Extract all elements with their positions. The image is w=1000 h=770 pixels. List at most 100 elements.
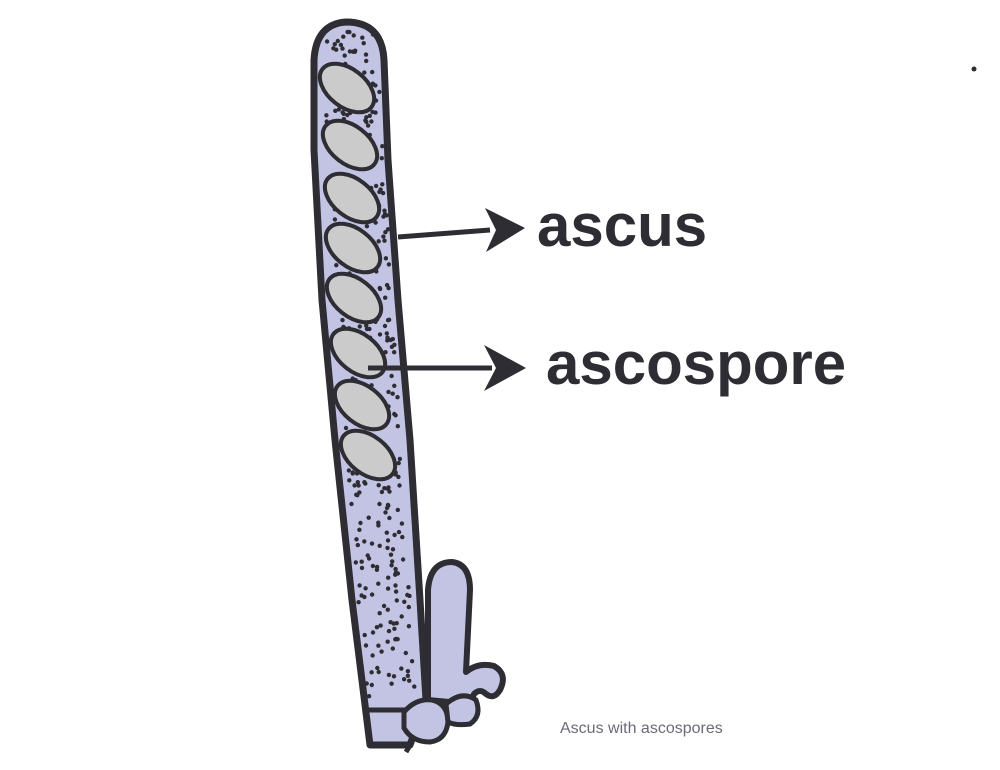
cytoplasm-dot [356, 483, 361, 488]
cytoplasm-dot [351, 33, 356, 38]
cytoplasm-dot [392, 350, 397, 355]
cytoplasm-dot [369, 592, 375, 597]
cytoplasm-dot [403, 650, 408, 656]
cytoplasm-dot [338, 42, 344, 48]
cytoplasm-dot [350, 471, 355, 476]
cytoplasm-dot [392, 626, 397, 631]
cytoplasm-dot [347, 49, 353, 54]
cytoplasm-dot [385, 338, 390, 343]
cytoplasm-dot [370, 69, 375, 75]
cytoplasm-dot [345, 112, 350, 118]
ascospore [328, 326, 388, 380]
cytoplasm-dot [334, 263, 339, 268]
cytoplasm-dot [369, 119, 374, 124]
cytoplasm-dot [362, 539, 367, 544]
cytoplasm-dot [342, 53, 347, 58]
cytoplasm-dot [378, 187, 383, 192]
cytoplasm-dot [384, 505, 390, 511]
cytoplasm-dot [369, 682, 374, 688]
cytoplasm-dot [389, 344, 395, 349]
cytoplasm-dot [379, 156, 384, 161]
cytoplasm-dot [340, 110, 345, 115]
cytoplasm-dot [377, 89, 382, 95]
cytoplasm-dot [365, 123, 371, 128]
cytoplasm-dot [401, 677, 407, 682]
ascospore [317, 61, 377, 115]
cytoplasm-dot [397, 483, 402, 488]
ascospore [323, 221, 383, 275]
cytoplasm-dot [402, 599, 407, 604]
cytoplasm-dot [399, 666, 404, 671]
cytoplasm-dot [353, 48, 358, 53]
ascospore [338, 428, 398, 482]
cytoplasm-dot [376, 483, 381, 488]
cytoplasm-dot [376, 239, 381, 244]
cytoplasm-dot [363, 586, 368, 591]
cytoplasm-dot [388, 337, 393, 343]
cytoplasm-dot [362, 70, 367, 75]
cytoplasm-dot [394, 598, 399, 603]
cytoplasm-dot [405, 592, 410, 598]
cytoplasm-dot [396, 460, 401, 466]
cytoplasm-dot [390, 547, 396, 552]
cytoplasm-dot [324, 113, 329, 118]
cytoplasm-dot [359, 666, 364, 671]
cytoplasm-dot [377, 543, 382, 548]
cytoplasm-dot [334, 47, 339, 52]
cytoplasm-dot [382, 208, 387, 213]
cytoplasm-dot [355, 480, 360, 485]
cytoplasm-dot [380, 190, 386, 196]
cytoplasm-dot [370, 630, 376, 635]
cytoplasm-dot [377, 611, 382, 616]
cytoplasm-dot [363, 118, 368, 123]
cytoplasm-dot [354, 537, 359, 542]
ascospore [322, 171, 382, 225]
crozier-hook [425, 559, 506, 707]
cytoplasm-dot [374, 625, 380, 630]
cytoplasm-dot [347, 478, 352, 483]
cytoplasm-dot [357, 527, 362, 532]
cytoplasm-dot [324, 39, 330, 44]
cytoplasm-dot [376, 581, 381, 586]
cytoplasm-dot [385, 538, 391, 543]
cytoplasm-dot [383, 256, 389, 261]
cytoplasm-dot [345, 29, 350, 35]
cytoplasm-dot [375, 665, 380, 671]
cytoplasm-dot [385, 639, 390, 644]
cytoplasm-dot [346, 468, 352, 473]
cytoplasm-dot [361, 41, 366, 46]
cytoplasm-dot [406, 604, 411, 610]
cytoplasm-dot [395, 424, 400, 429]
cytoplasm-dot [367, 113, 372, 119]
cytoplasm-dot [393, 570, 399, 575]
cytoplasm-dot [354, 492, 359, 497]
cytoplasm-dot [406, 585, 411, 590]
cytoplasm-dot [380, 144, 385, 149]
cytoplasm-dot [390, 646, 395, 651]
cytoplasm-dot [386, 389, 391, 395]
cytoplasm-dot [384, 213, 389, 218]
cytoplasm-dot [393, 589, 399, 594]
cytoplasm-dot [380, 182, 385, 187]
cytoplasm-dot [364, 224, 370, 229]
cytoplasm-dot [381, 603, 387, 609]
cytoplasm-dot [366, 515, 371, 520]
cytoplasm-dot [384, 530, 389, 535]
cytoplasm-dot [370, 109, 375, 115]
cytoplasm-dot [385, 607, 390, 612]
cytoplasm-dot [400, 557, 406, 562]
cytoplasm-dot [333, 108, 338, 114]
ascospore [324, 271, 384, 325]
cytoplasm-dot [391, 674, 397, 679]
cytoplasm-dot [373, 183, 379, 189]
arrowhead-icon [484, 345, 526, 391]
cytoplasm-dot [396, 529, 402, 535]
cytoplasm-dot [382, 323, 388, 329]
cytoplasm-dot [386, 628, 392, 634]
cytoplasm-dot [340, 317, 345, 323]
cytoplasm-dot [358, 520, 363, 526]
cytoplasm-dot [382, 238, 387, 243]
cytoplasm-dot [376, 669, 381, 675]
cytoplasm-dot [383, 295, 388, 300]
cytoplasm-dot [386, 672, 392, 678]
